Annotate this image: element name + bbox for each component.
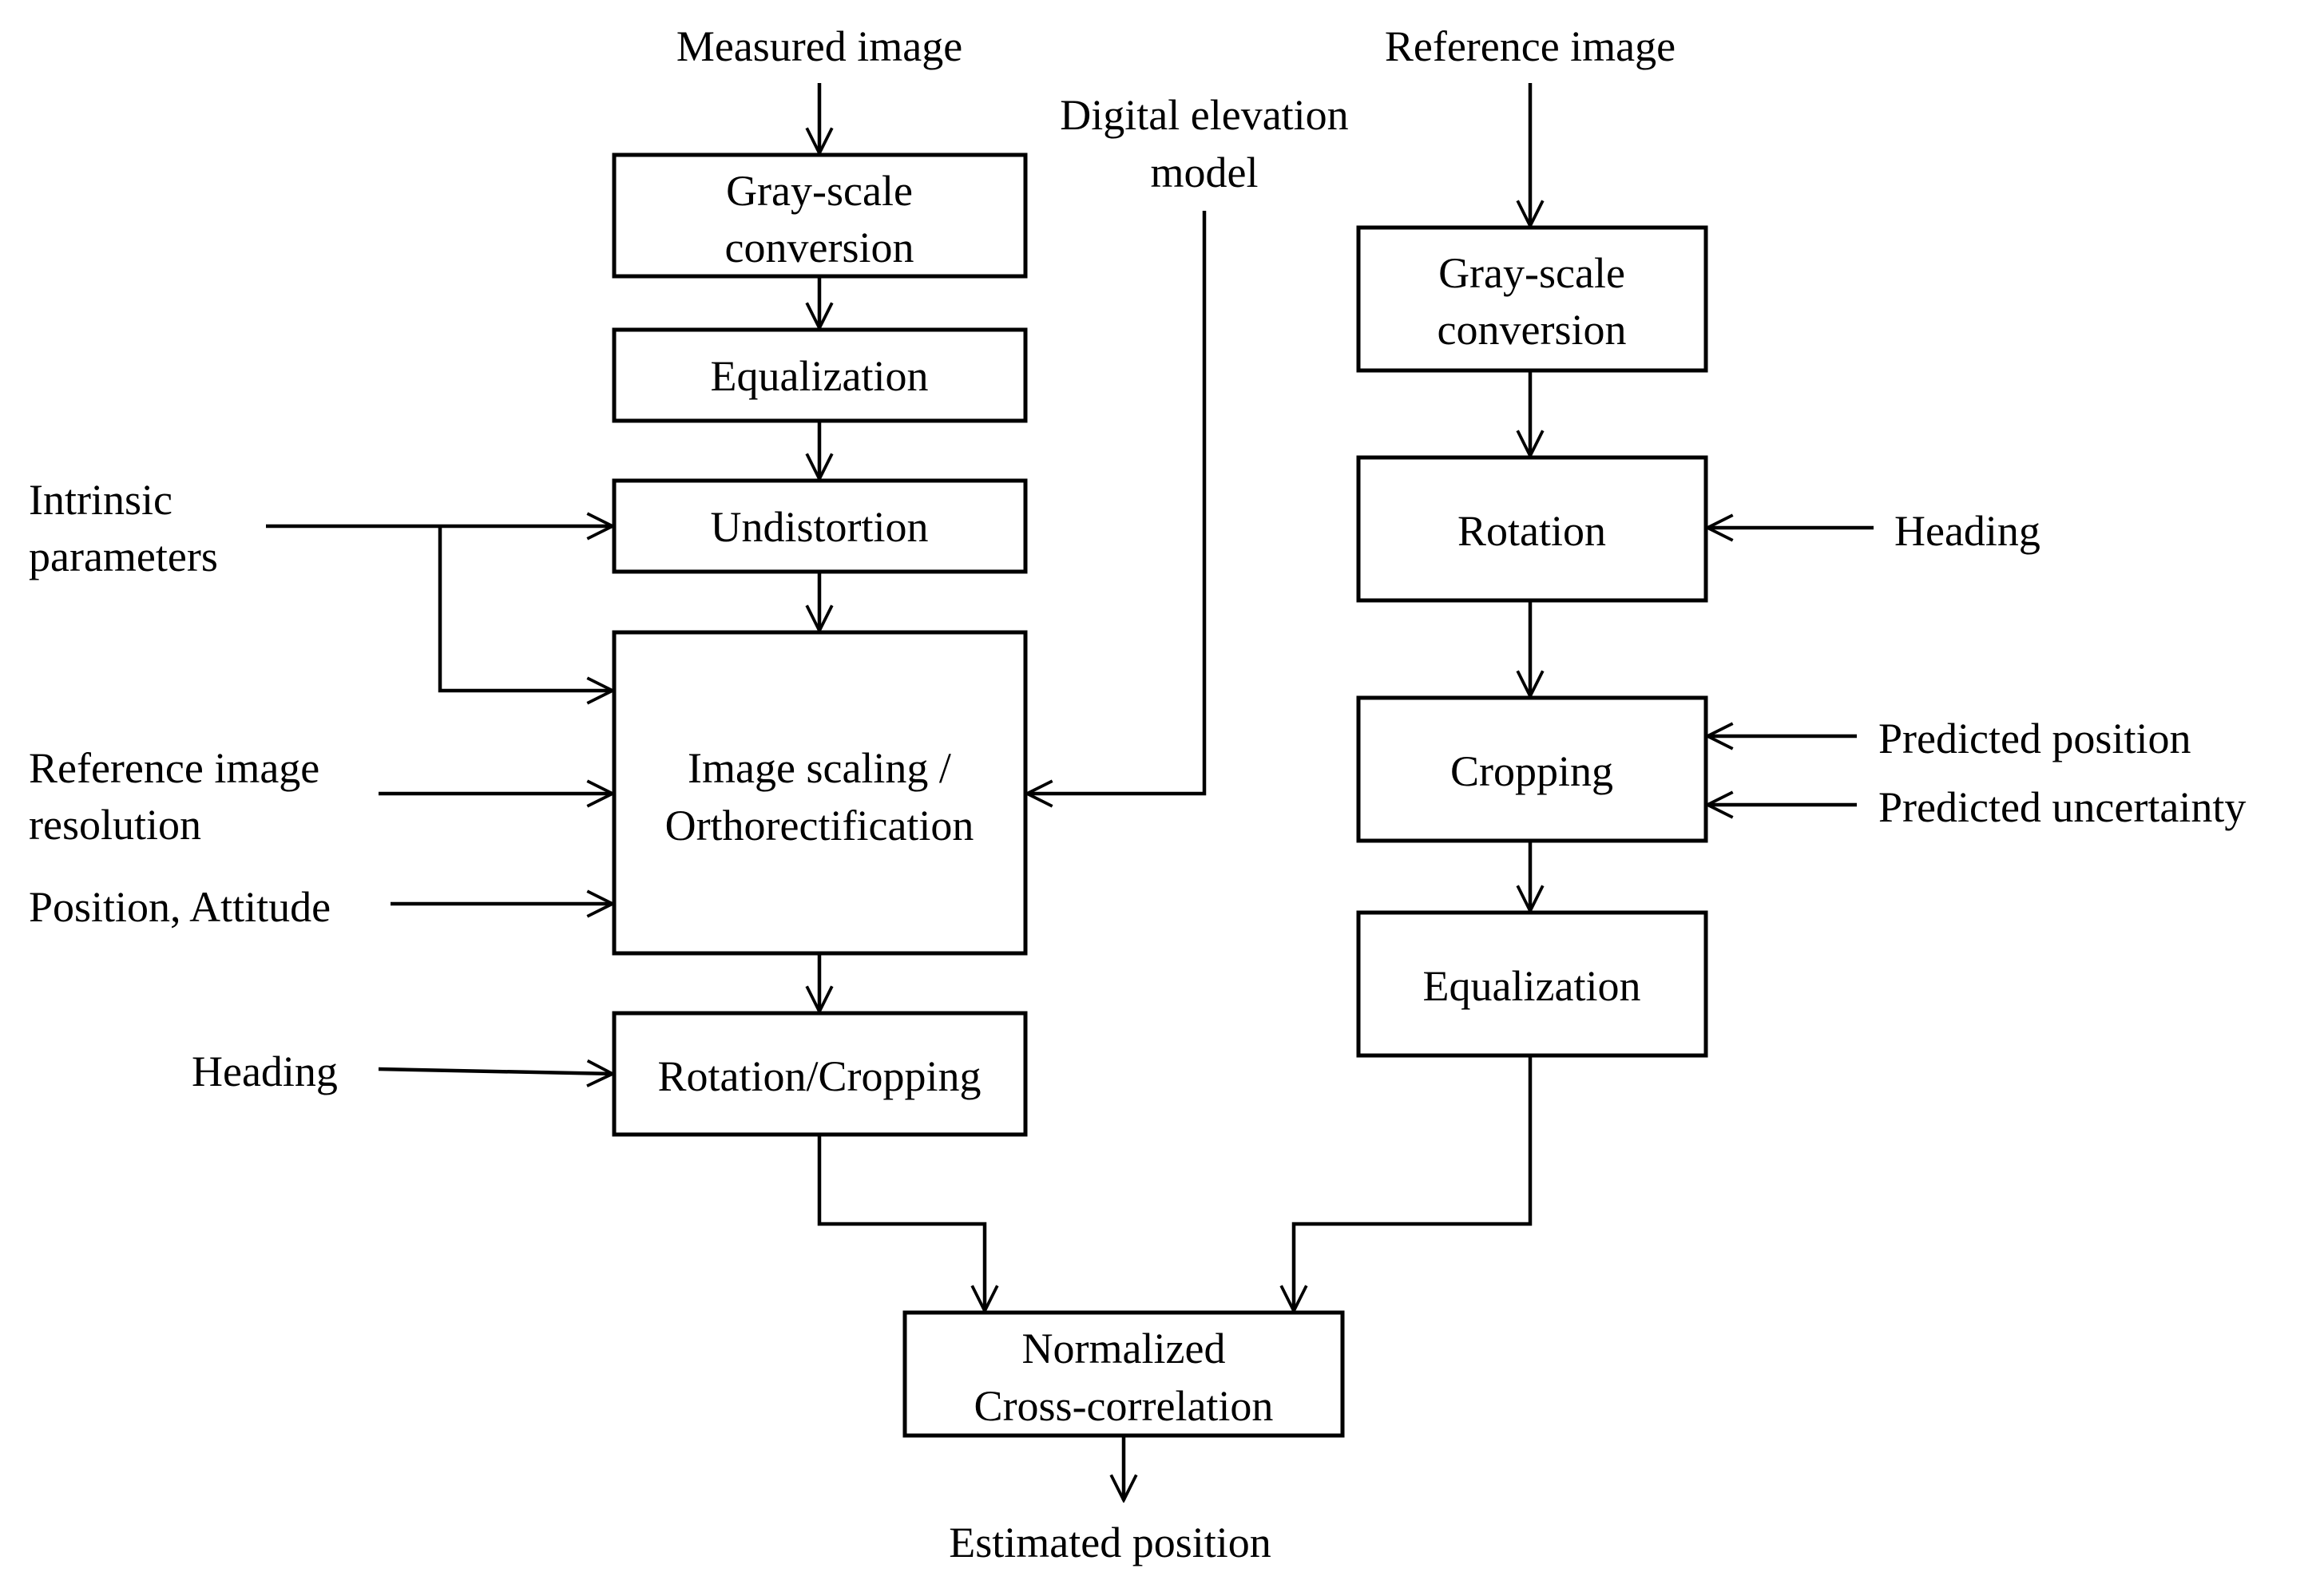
scaling-label-1: Image scaling / <box>688 744 951 792</box>
left-grayscale-box <box>612 152 1028 279</box>
rotation-cropping-label: Rotation/Cropping <box>658 1052 982 1100</box>
right-equalization-box <box>1356 910 1708 1058</box>
measured-image-label: Measured image <box>676 22 962 70</box>
ncc-label-2: Cross-correlation <box>974 1382 1274 1430</box>
ncc-label-1: Normalized <box>1022 1325 1226 1372</box>
heading-to-rotation-cropping-arrow <box>378 1069 613 1074</box>
right-grayscale-box <box>1356 225 1708 373</box>
dem-to-scaling-arrow <box>1027 211 1207 794</box>
right-grayscale-label-1: Gray-scale <box>1438 249 1625 297</box>
left-grayscale-label-2: conversion <box>725 224 914 271</box>
reference-resolution-label-1: Reference image <box>29 744 319 792</box>
estimated-position-label: Estimated position <box>949 1519 1271 1566</box>
predicted-position-label: Predicted position <box>1878 715 2191 762</box>
dem-label-1: Digital elevation <box>1060 91 1348 139</box>
left-equalization-label: Equalization <box>711 352 929 400</box>
cropping-box <box>1356 695 1708 843</box>
right-grayscale-label-2: conversion <box>1438 306 1627 354</box>
intrinsic-to-scaling-arrow <box>438 526 613 691</box>
rotation-cropping-box <box>612 1011 1028 1137</box>
intrinsic-label-2: parameters <box>29 533 218 580</box>
heading-left-label: Heading <box>192 1047 338 1095</box>
heading-right-label: Heading <box>1894 507 2040 555</box>
position-attitude-label: Position, Attitude <box>29 883 331 931</box>
cropping-label: Cropping <box>1450 747 1613 795</box>
intrinsic-label-1: Intrinsic <box>29 476 173 524</box>
scaling-label-2: Orthorectification <box>665 802 974 849</box>
equalization-to-ncc-arrow <box>1294 1055 1533 1311</box>
right-equalization-label: Equalization <box>1423 962 1641 1010</box>
predicted-uncertainty-label: Predicted uncertainty <box>1878 783 2246 831</box>
scaling-orthorectification-box <box>612 630 1028 956</box>
reference-resolution-label-2: resolution <box>29 801 201 849</box>
undistortion-label: Undistortion <box>710 503 928 551</box>
dem-label-2: model <box>1151 149 1259 196</box>
rotation-cropping-to-ncc-arrow <box>817 1135 985 1311</box>
left-grayscale-label-1: Gray-scale <box>726 167 913 215</box>
left-equalization-box <box>612 327 1028 423</box>
rotation-label: Rotation <box>1457 507 1606 555</box>
rotation-box <box>1356 455 1708 603</box>
reference-image-label: Reference image <box>1385 22 1676 70</box>
